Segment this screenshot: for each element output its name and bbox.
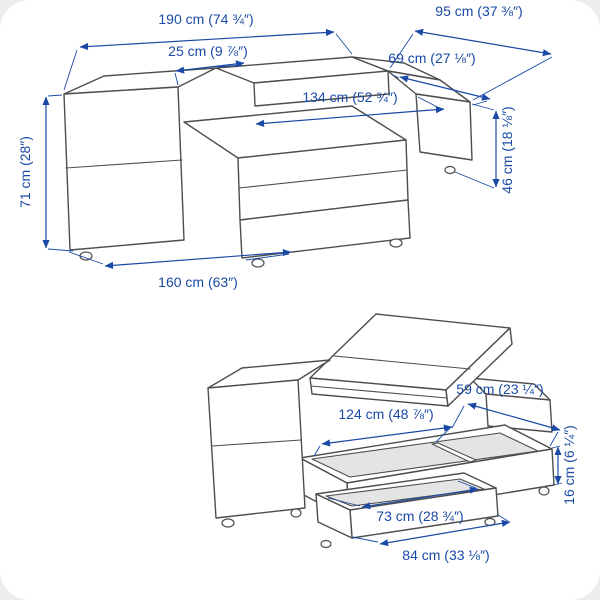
dim-label-outer-width: 84 cm (33 ⅛″) xyxy=(402,547,489,563)
foot xyxy=(290,508,302,518)
dim-label-back-height: 46 cm (18 ⅛″) xyxy=(499,106,515,193)
dimension-line-chaise-depth xyxy=(104,249,292,269)
lifted-seat-seam xyxy=(310,355,471,399)
dim-label-chaise-depth: 160 cm (63″) xyxy=(158,274,238,290)
foot xyxy=(444,165,456,175)
dim-label-total-width: 190 cm (74 ¾″) xyxy=(158,11,253,27)
lifted-seat-edge-right xyxy=(445,327,513,407)
dim-label-back-depth: 69 cm (27 ⅛″) xyxy=(388,50,475,66)
chaise-assembled-drawing xyxy=(63,56,473,268)
dimension-line-compartment-length xyxy=(321,424,453,447)
foot xyxy=(389,238,403,248)
extension-line xyxy=(451,405,559,447)
left-armrest-front xyxy=(207,379,306,519)
foot xyxy=(320,539,332,549)
left-armrest-front xyxy=(63,86,185,251)
top-view-dimensions: 190 cm (74 ¾″) 95 cm (37 ⅜″) 25 cm (9 ⅞″… xyxy=(17,3,553,290)
armrest-seam xyxy=(211,439,302,447)
dimension-line-seat-width xyxy=(255,106,445,127)
right-arm-front xyxy=(415,93,473,161)
back-cushion-front xyxy=(253,70,390,107)
storage-view-dimensions: 59 cm (23 ¼″) 124 cm (48 ⅞″) 16 cm (6 ¼″… xyxy=(313,381,577,563)
extension-line xyxy=(390,73,488,106)
dim-label-armrest-width: 25 cm (9 ⅞″) xyxy=(168,43,248,59)
dimension-line-side-depth xyxy=(414,28,552,57)
foot xyxy=(79,251,93,261)
dimension-line-inner-width xyxy=(361,486,479,510)
seat-seam xyxy=(238,169,408,189)
front-box-left xyxy=(315,493,353,539)
dim-label-right-depth: 59 cm (23 ¼″) xyxy=(456,381,543,397)
foot xyxy=(251,258,265,268)
extension-line xyxy=(454,103,495,189)
dimension-line-armrest-width xyxy=(175,60,245,74)
base-front xyxy=(239,199,411,259)
armrest-seam xyxy=(65,159,183,169)
dimension-line-back-depth xyxy=(399,75,491,101)
extension-line xyxy=(63,33,353,91)
dim-label-compartment-height: 16 cm (6 ¼″) xyxy=(561,425,577,505)
dimension-line-right-depth xyxy=(467,402,561,432)
foot xyxy=(221,518,235,528)
dimension-line-outer-width xyxy=(379,519,511,547)
dim-label-inner-width: 73 cm (28 ¾″) xyxy=(376,508,463,524)
dim-label-compartment-length: 124 cm (48 ⅞″) xyxy=(338,406,433,422)
dim-label-total-height: 71 cm (28″) xyxy=(17,136,33,208)
dim-label-side-depth: 95 cm (37 ⅜″) xyxy=(435,3,522,19)
extension-line xyxy=(47,94,74,252)
dim-label-seat-width: 134 cm (52 ¾″) xyxy=(302,89,397,105)
dimension-line-total-width xyxy=(79,28,335,51)
foot xyxy=(538,486,550,496)
